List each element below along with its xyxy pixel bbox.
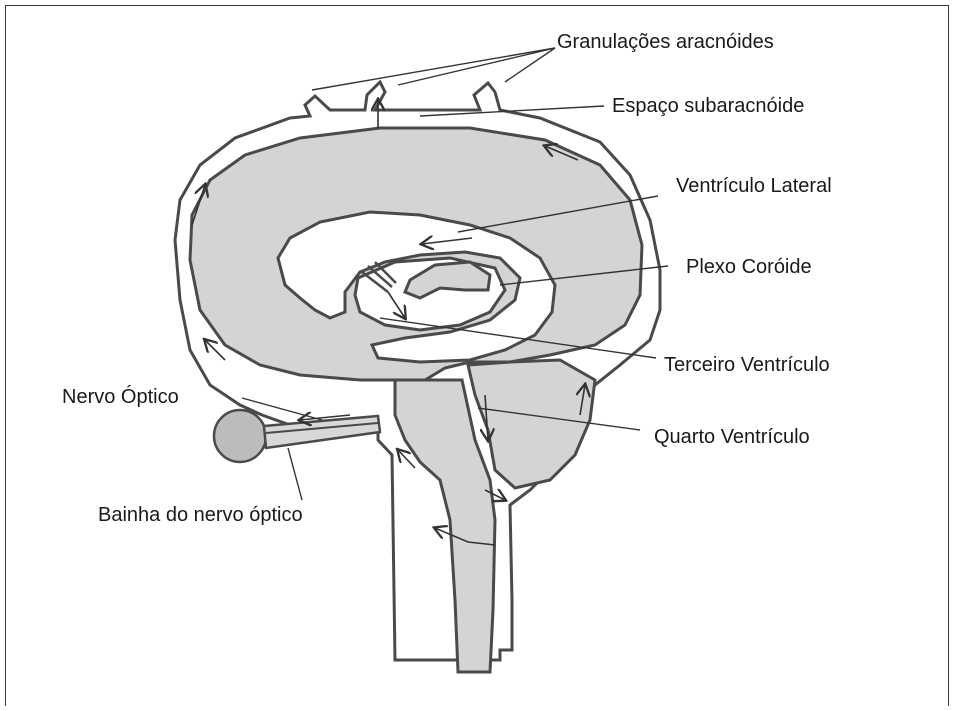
leader-granulations-1: [312, 48, 555, 90]
leader-granulations-2: [398, 48, 555, 85]
label-choroid-plexus: Plexo Coróide: [686, 256, 812, 278]
label-subarachnoid-space: Espaço subaracnóide: [612, 95, 804, 117]
leader-optic-sheath: [288, 448, 302, 500]
label-optic-nerve: Nervo Óptico: [62, 385, 179, 408]
label-optic-nerve-sheath: Bainha do nervo óptico: [98, 504, 303, 526]
label-arachnoid-granulations: Granulações aracnóides: [557, 31, 774, 53]
label-third-ventricle: Terceiro Ventrículo: [664, 354, 830, 376]
eyeball: [214, 410, 266, 462]
leader-granulations-3: [505, 48, 555, 82]
label-lateral-ventricle: Ventrículo Lateral: [676, 175, 832, 197]
label-fourth-ventricle: Quarto Ventrículo: [654, 426, 810, 448]
